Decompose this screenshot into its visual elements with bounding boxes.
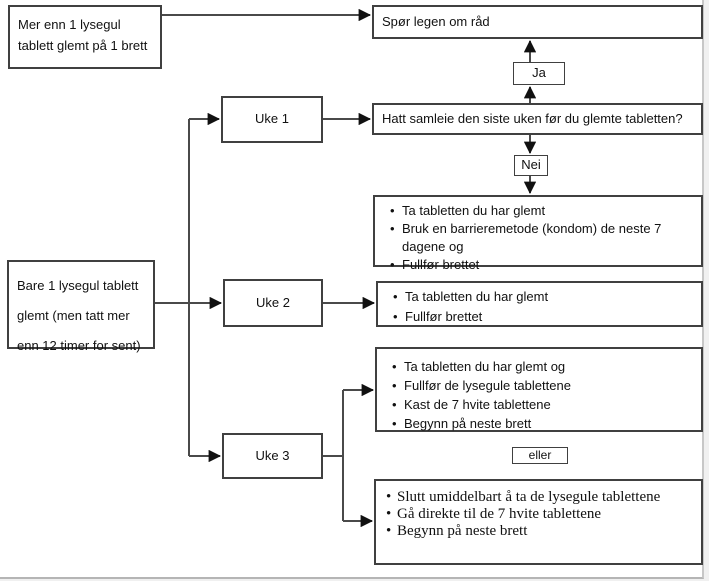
- instruction-item: •Ta tabletten du har glemt: [392, 287, 693, 307]
- instruction-item: •Fullfør brettet: [390, 257, 480, 272]
- flow-box-ask-doctor: Spør legen om råd: [372, 5, 703, 39]
- bullet-icon: •: [392, 397, 397, 412]
- instruction-item: •Ta tabletten du har glemt: [390, 203, 546, 218]
- flow-label-eller: eller: [512, 447, 568, 464]
- instruction-item: •Gå direkte til de 7 hvite tablettene: [386, 506, 602, 522]
- flow-box-week2-instructions: •Ta tabletten du har glemt •Fullfør bret…: [376, 281, 703, 327]
- flow-box-week3-option2-instructions: •Slutt umiddelbart å ta de lysegule tabl…: [374, 479, 703, 565]
- flow-box-week1-instructions: •Ta tabletten du har glemt •Bruk en barr…: [373, 195, 703, 272]
- flow-label-ja: Ja: [513, 62, 565, 85]
- bullet-icon: •: [386, 523, 392, 539]
- instruction-item: •Begynn på neste brett: [386, 523, 528, 539]
- bullet-icon: •: [390, 203, 395, 218]
- flow-box-week1: Uke 1: [221, 96, 323, 143]
- instruction-item: •Fullfør brettet: [392, 307, 693, 327]
- instruction-item: •Fullfør de lysegule tablettene: [392, 378, 571, 393]
- instruction-item: •Ta tabletten du har glemt og: [392, 359, 566, 374]
- flow-box-week3: Uke 3: [222, 433, 323, 479]
- bullet-icon: •: [392, 359, 397, 374]
- instruction-item: •Slutt umiddelbart å ta de lysegule tabl…: [386, 489, 661, 505]
- instruction-item: •Kast de 7 hvite tablettene: [392, 397, 551, 412]
- bullet-icon: •: [393, 289, 398, 304]
- flow-box-condition-many-missed: Mer enn 1 lysegul tablett glemt på 1 bre…: [8, 5, 162, 69]
- bullet-icon: •: [392, 378, 397, 393]
- flow-box-week3-option1-instructions: •Ta tabletten du har glemt og •Fullfør d…: [375, 347, 703, 432]
- flow-box-question-intercourse: Hatt samleie den siste uken før du glemt…: [372, 103, 703, 135]
- instruction-item: •Bruk en barrieremetode (kondom) de nest…: [390, 221, 662, 254]
- flow-box-condition-one-missed: Bare 1 lysegul tablett glemt (men tatt m…: [7, 260, 155, 353]
- flow-label-nei: Nei: [514, 155, 548, 176]
- bullet-icon: •: [390, 221, 395, 236]
- flow-box-week2: Uke 2: [223, 279, 323, 327]
- bullet-icon: •: [392, 416, 397, 431]
- bullet-icon: •: [386, 489, 392, 505]
- instruction-item: •Begynn på neste brett: [392, 416, 532, 431]
- bullet-icon: •: [390, 257, 395, 272]
- bullet-icon: •: [386, 506, 392, 522]
- bullet-icon: •: [393, 309, 398, 324]
